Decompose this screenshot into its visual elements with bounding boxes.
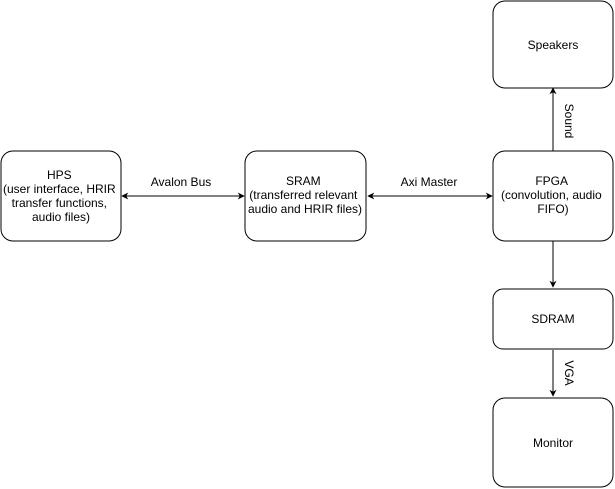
sound-label: Sound	[562, 104, 576, 139]
fpga-label-line: FIFO)	[537, 202, 568, 216]
sram-label-line: audio and HRIR files)	[248, 202, 362, 216]
node-fpga: FPGA (convolution, audio FIFO)	[492, 150, 614, 242]
node-sdram: SDRAM	[492, 288, 614, 350]
monitor-label: Monitor	[533, 436, 573, 450]
fpga-label-line: FPGA	[535, 174, 568, 188]
hps-label-line: HPS	[47, 168, 72, 182]
fpga-label: FPGA (convolution, audio FIFO)	[501, 174, 605, 216]
node-sram: SRAM (transferred relevant audio and HRI…	[244, 150, 367, 242]
hps-label-line: transfer functions,	[12, 196, 107, 210]
node-speakers: Speakers	[492, 0, 614, 89]
sram-label-line: (transferred relevant	[249, 188, 358, 202]
fpga-label-line: (convolution, audio	[501, 188, 602, 202]
sram-label: SRAM (transferred relevant audio and HRI…	[248, 174, 362, 216]
edge-vga: VGA	[549, 350, 576, 397]
hps-label: HPS (user interface, HRIR transfer funct…	[3, 168, 119, 224]
node-monitor: Monitor	[492, 397, 614, 488]
hps-label-line: audio files)	[32, 210, 90, 224]
sram-label-line: SRAM	[286, 174, 321, 188]
edge-sound: Sound	[549, 87, 576, 151]
node-hps: HPS (user interface, HRIR transfer funct…	[0, 150, 122, 242]
edge-avalon-bus: Avalon Bus	[121, 175, 245, 200]
avalon-bus-label: Avalon Bus	[151, 175, 212, 189]
speakers-label: Speakers	[528, 38, 579, 52]
vga-label: VGA	[562, 360, 576, 385]
edge-axi-master: Axi Master	[367, 175, 493, 200]
hps-label-line: (user interface, HRIR	[3, 182, 116, 196]
sdram-label: SDRAM	[531, 312, 574, 326]
axi-master-label: Axi Master	[401, 175, 458, 189]
